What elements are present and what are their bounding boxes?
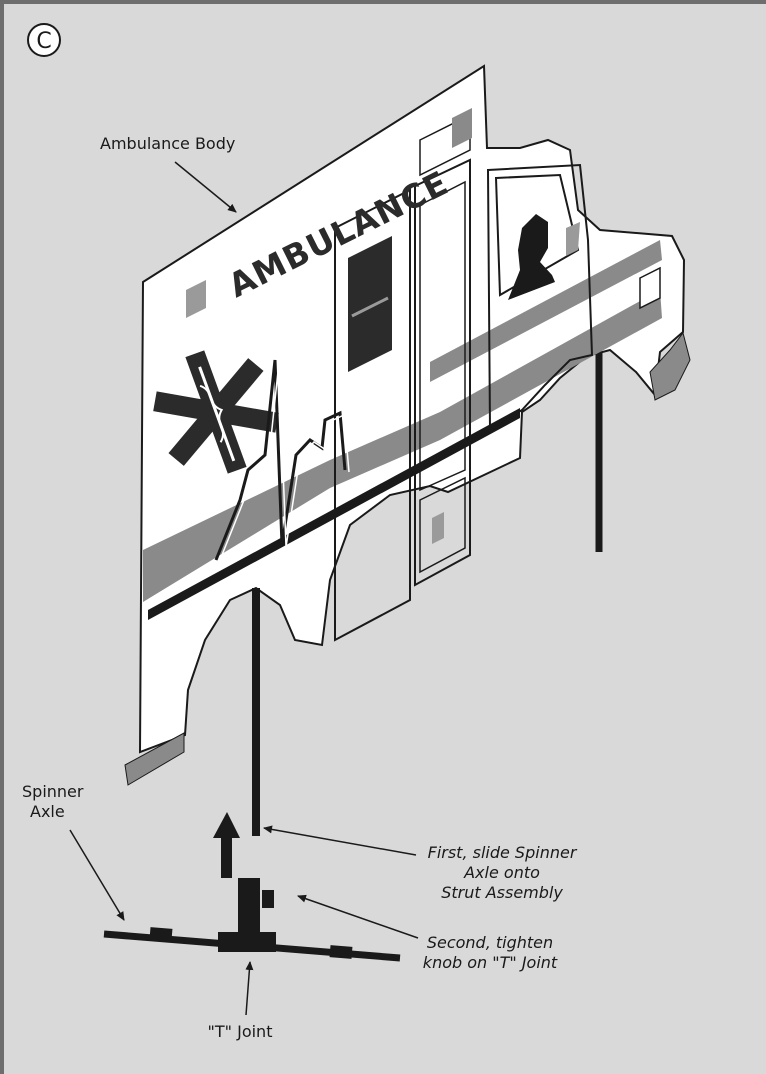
tighten-knob [262,890,274,908]
callout-step-second: Second, tighten knob on "T" Joint [298,896,558,972]
step-second-line2: knob on "T" Joint [423,953,558,972]
t-joint-base [218,932,276,952]
label-ambulance-body: Ambulance Body [100,134,235,153]
callout-spinner-axle: Spinner Axle [22,782,124,920]
ambulance-body: AMBULANCE [125,66,690,785]
step-first-line2: Axle onto [463,863,540,882]
t-joint-post [238,878,260,940]
callout-step-first: First, slide Spinner Axle onto Strut Ass… [264,828,578,902]
step-first-line1: First, slide Spinner [428,843,578,862]
slide-up-arrow-icon [213,812,240,878]
label-spinner-axle-line2: Axle [30,802,65,821]
callout-ambulance-body: Ambulance Body [100,134,236,212]
label-t-joint: "T" Joint [208,1022,273,1041]
step-badge: C [28,24,60,56]
step-first-line3: Strut Assembly [441,883,563,902]
step-second-line1: Second, tighten [427,933,553,952]
side-window [348,236,392,372]
callout-t-joint: "T" Joint [208,962,273,1041]
label-spinner-axle-line1: Spinner [22,782,84,801]
t-joint-assembly [104,878,400,959]
badge-letter: C [36,29,51,54]
